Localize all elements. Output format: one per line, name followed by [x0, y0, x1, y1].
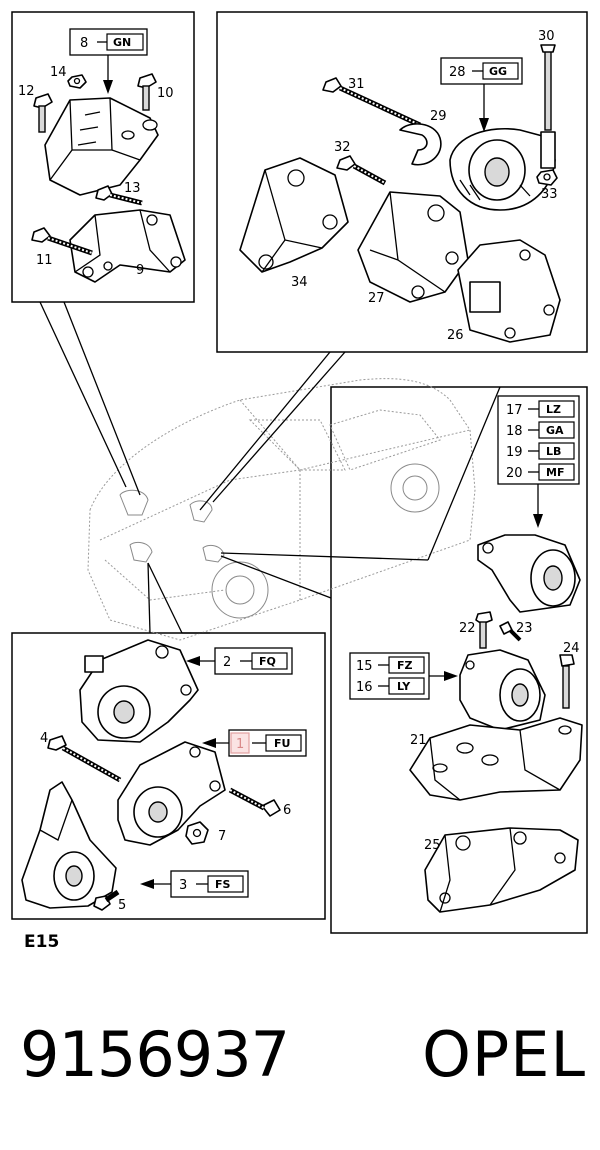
code-15: FZ — [397, 659, 413, 672]
bolt-part-31[interactable] — [322, 77, 422, 128]
nut-part-33[interactable] — [536, 169, 558, 186]
bolt-part-11[interactable] — [31, 227, 93, 256]
label-15: 15 — [356, 659, 373, 674]
callout-box-17-20: 17 18 19 20 LZ GA LB MF — [497, 395, 580, 485]
label-3: 3 — [179, 878, 187, 893]
label-30: 30 — [538, 29, 555, 44]
label-12: 12 — [18, 84, 35, 99]
label-7: 7 — [218, 829, 226, 844]
label-14: 14 — [50, 65, 67, 80]
brand-name: OPEL — [422, 1018, 586, 1091]
code-18: GA — [546, 424, 564, 437]
code-1: FU — [274, 737, 290, 750]
label-2: 2 — [223, 655, 231, 670]
bracket-part-25[interactable] — [424, 827, 579, 913]
bolt-part-6[interactable] — [228, 787, 281, 817]
code-28: GG — [489, 65, 507, 78]
part-number-labels: 14 12 10 13 11 9 30 31 29 32 33 34 27 26… — [18, 29, 580, 913]
nut-part-14[interactable] — [67, 74, 87, 89]
callout-box-28: 28 GG — [440, 57, 523, 85]
panel-bottom-left-frame — [11, 632, 326, 920]
panel-right-frame — [330, 386, 588, 934]
label-5: 5 — [118, 898, 126, 913]
label-10: 10 — [157, 86, 174, 101]
figure-code: E15 — [24, 932, 59, 952]
callout-box-3: 3 FS — [170, 870, 249, 898]
label-34: 34 — [291, 275, 308, 290]
callout-lines — [39, 301, 501, 634]
code-19: LB — [546, 445, 561, 458]
mount-part-17[interactable] — [477, 534, 581, 613]
mount-part-8[interactable] — [44, 97, 159, 196]
callout-box-1: 1 FU — [228, 729, 307, 757]
label-13: 13 — [124, 181, 141, 196]
exploded-parts-diagram: 8 GN 28 GG 17 18 19 20 LZ GA LB MF 15 — [11, 11, 588, 952]
mount-part-28[interactable] — [449, 128, 556, 211]
part-number: 9156937 — [20, 1018, 290, 1091]
bolt-part-5[interactable] — [93, 889, 120, 911]
bolt-part-23[interactable] — [499, 621, 522, 642]
bolt-part-24[interactable] — [559, 654, 575, 709]
code-16: LY — [397, 680, 411, 693]
nut-part-7[interactable] — [185, 821, 209, 845]
washer-part-29[interactable] — [399, 123, 442, 166]
label-19: 19 — [506, 445, 523, 460]
panel-top-left-frame — [11, 11, 195, 303]
label-21: 21 — [410, 733, 427, 748]
label-6: 6 — [283, 803, 291, 818]
label-27: 27 — [368, 291, 385, 306]
label-23: 23 — [516, 621, 533, 636]
car-outline — [87, 378, 476, 641]
code-2: FQ — [259, 655, 276, 668]
mount-part-1[interactable] — [117, 741, 226, 846]
label-17: 17 — [506, 403, 523, 418]
label-26: 26 — [447, 328, 464, 343]
code-17: LZ — [546, 403, 561, 416]
label-16: 16 — [356, 680, 373, 695]
code-3: FS — [215, 878, 231, 891]
bracket-part-21[interactable] — [409, 717, 583, 801]
code-20: MF — [546, 466, 564, 479]
label-29: 29 — [430, 109, 447, 124]
label-24: 24 — [563, 641, 580, 656]
code-8: GN — [113, 36, 131, 49]
bolt-part-22[interactable] — [475, 611, 493, 649]
bolt-part-4[interactable] — [47, 735, 122, 783]
bolt-part-30[interactable] — [540, 44, 556, 131]
bracket-part-27[interactable] — [357, 191, 469, 303]
bolt-part-10[interactable] — [137, 73, 157, 111]
label-22: 22 — [459, 621, 476, 636]
label-31: 31 — [348, 77, 365, 92]
callout-box-8: 8 GN — [69, 28, 148, 56]
callout-box-2: 2 FQ — [214, 647, 293, 675]
bolt-part-12[interactable] — [33, 93, 53, 133]
label-8: 8 — [80, 36, 88, 51]
bracket-part-26[interactable] — [457, 239, 561, 343]
bracket-part-34[interactable] — [239, 157, 349, 273]
mount-part-2[interactable] — [79, 639, 199, 743]
panel-top-right-frame — [216, 11, 588, 353]
mount-part-15[interactable] — [459, 649, 546, 731]
bolt-part-13[interactable] — [95, 185, 143, 206]
footer: 9156937 OPEL — [0, 1010, 600, 1100]
label-4: 4 — [40, 731, 48, 746]
label-25: 25 — [424, 838, 441, 853]
label-9: 9 — [136, 263, 144, 278]
label-20: 20 — [506, 466, 523, 481]
label-33: 33 — [541, 187, 558, 202]
callout-box-15-16: 15 16 FZ LY — [349, 652, 430, 700]
mount-part-3[interactable] — [21, 781, 117, 909]
label-28: 28 — [449, 65, 466, 80]
label-32: 32 — [334, 140, 351, 155]
label-18: 18 — [506, 424, 523, 439]
bolt-part-32[interactable] — [336, 155, 387, 186]
bracket-part-9[interactable] — [69, 209, 186, 283]
label-1: 1 — [236, 737, 244, 752]
label-11: 11 — [36, 253, 53, 268]
